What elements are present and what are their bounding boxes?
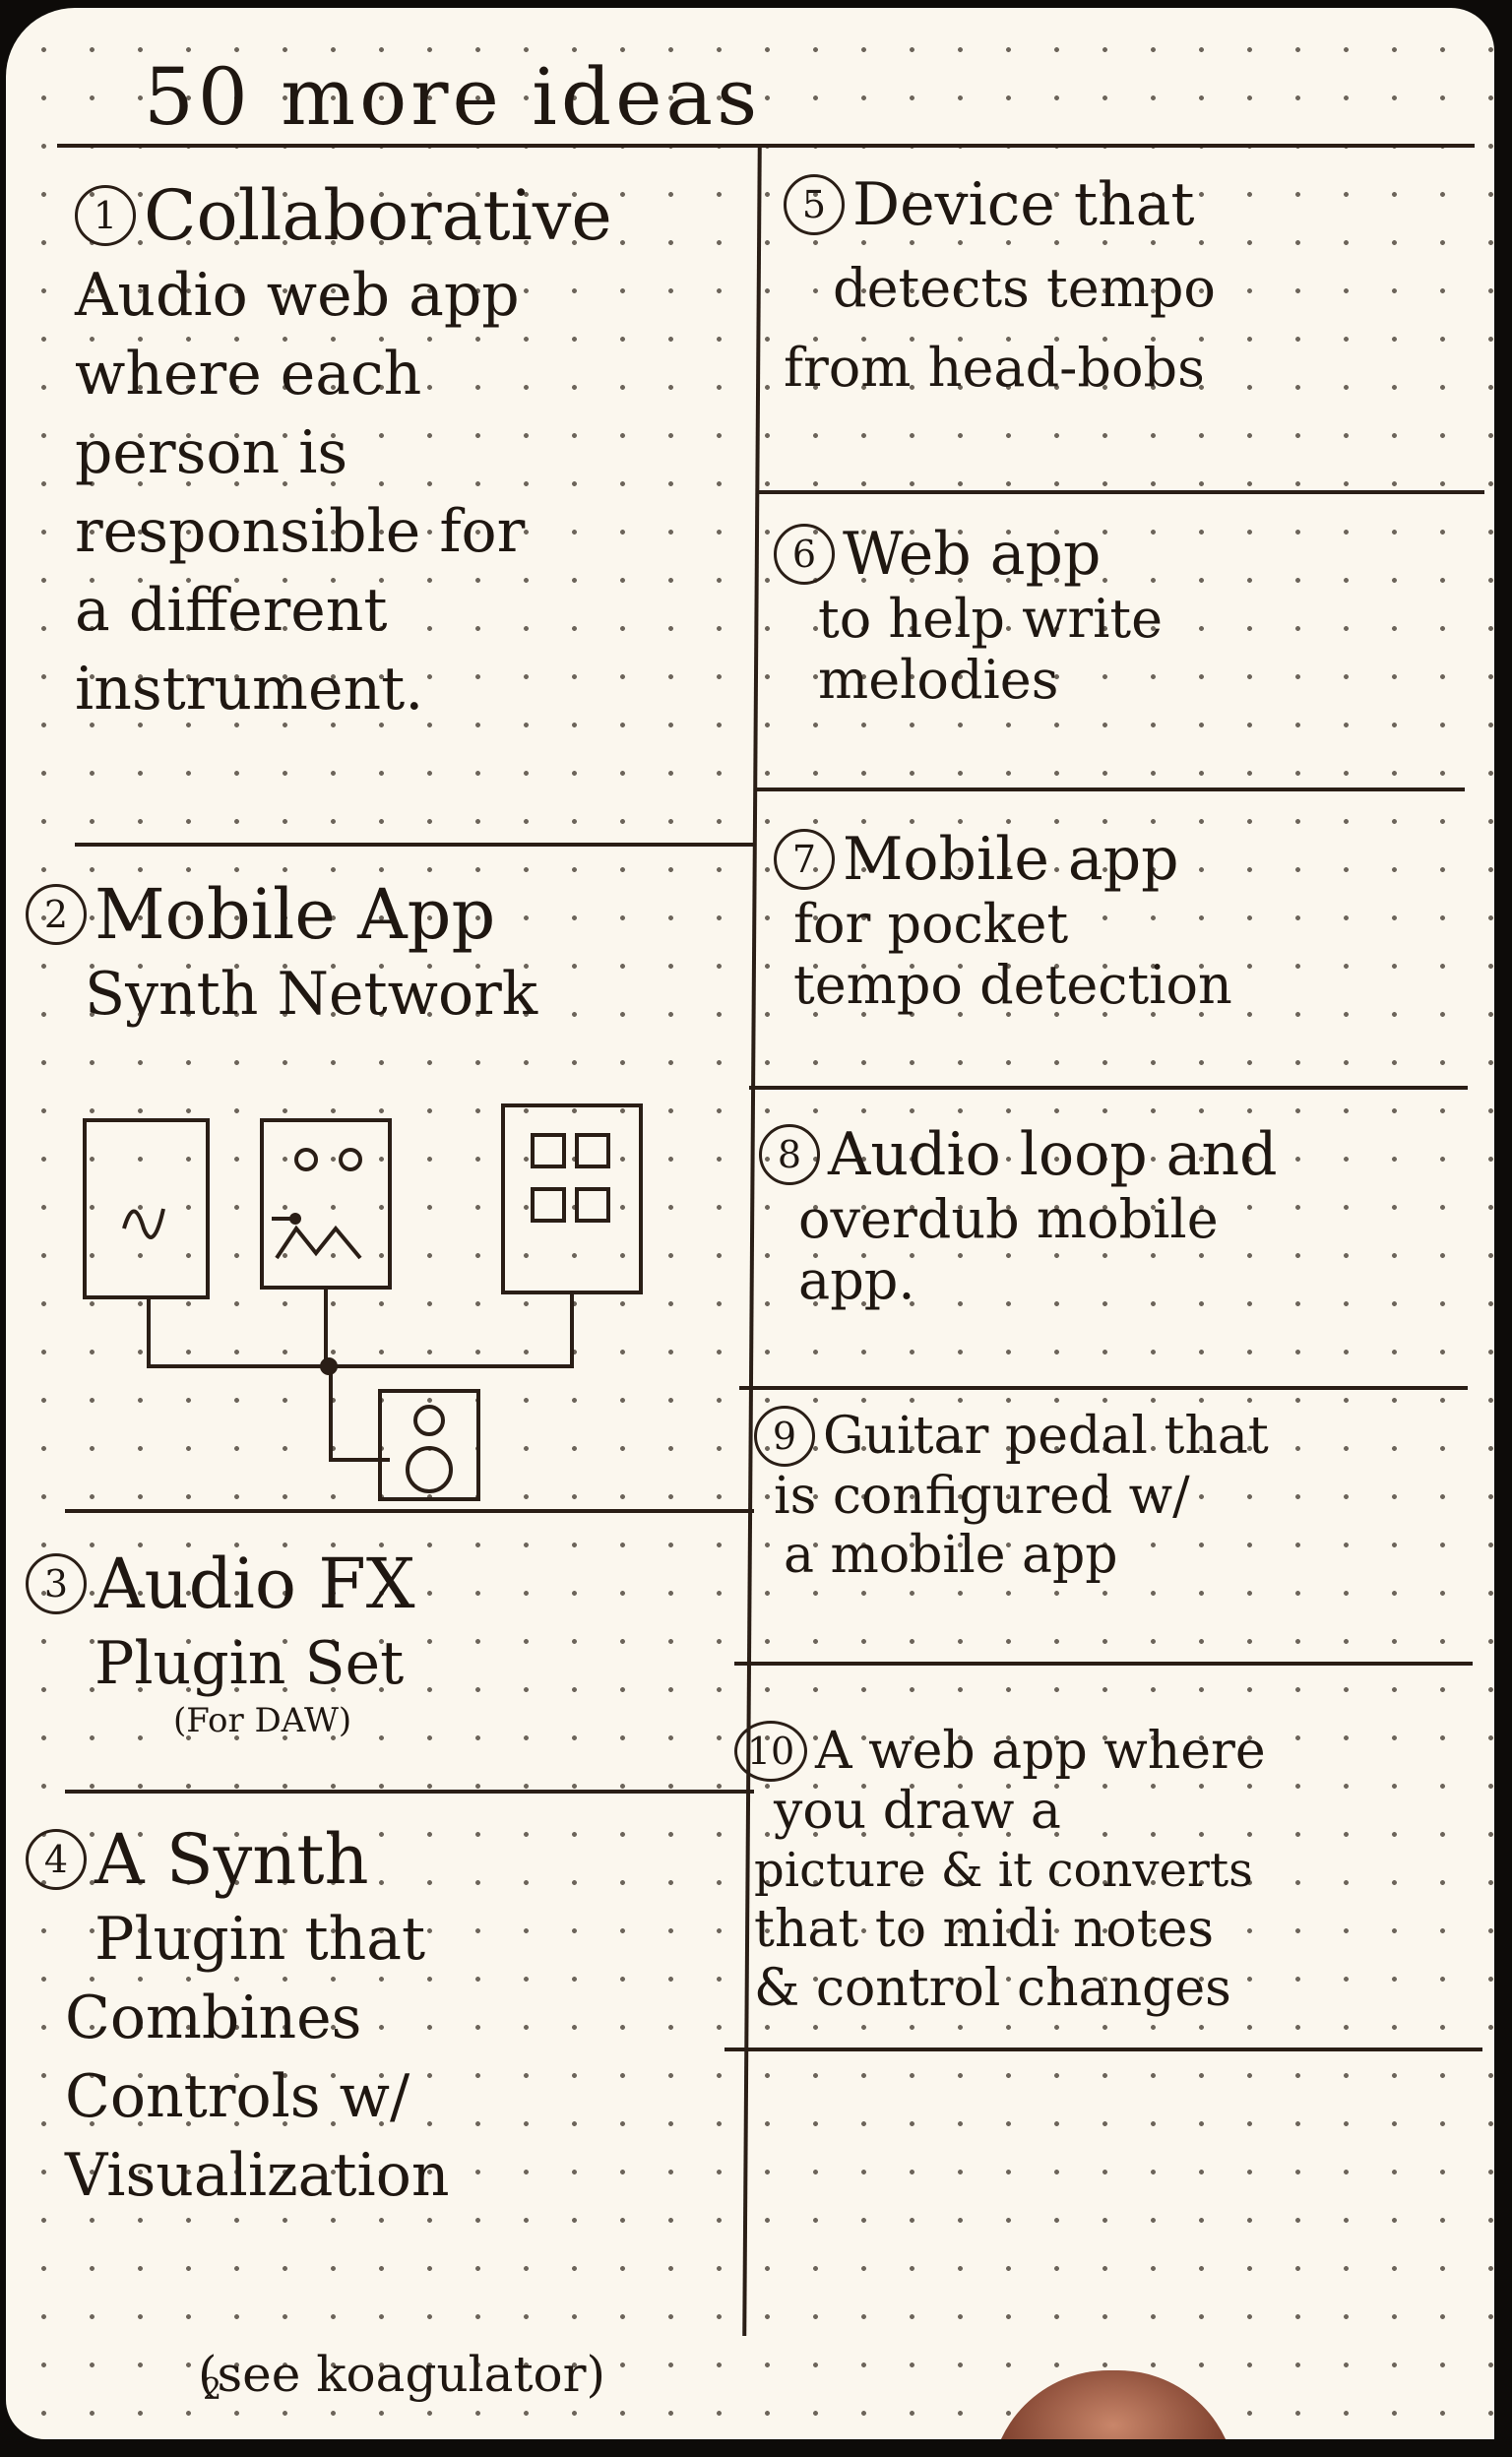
- page-header: 50 more ideas: [144, 51, 762, 143]
- divider-7-8: [749, 1086, 1468, 1090]
- idea-line: person is: [75, 418, 348, 487]
- idea-line: & control changes: [754, 1959, 1231, 2018]
- divider-8-9: [739, 1386, 1468, 1390]
- idea-number: 1: [75, 185, 136, 246]
- idea-line: where each: [75, 340, 422, 409]
- idea-line: that to midi notes: [754, 1900, 1215, 1959]
- idea-number: 4: [26, 1829, 87, 1890]
- idea-line: Combines: [65, 1984, 362, 2052]
- idea-number: 9: [754, 1406, 815, 1467]
- idea-title: A Synth: [94, 1819, 369, 1900]
- idea-line: Audio web app: [75, 261, 520, 330]
- idea-line: melodies: [818, 649, 1059, 711]
- idea-title: Audio loop and: [828, 1120, 1278, 1189]
- idea-line: a different: [75, 576, 388, 645]
- idea-number: 5: [784, 174, 845, 235]
- idea-number: 10: [734, 1721, 807, 1782]
- idea-title: Device that: [852, 170, 1195, 239]
- network-wires: [147, 1288, 574, 1462]
- idea-line: for pocket: [793, 893, 1069, 955]
- idea-line: picture & it converts: [754, 1843, 1253, 1898]
- idea-number: 8: [759, 1124, 820, 1185]
- idea-title: Mobile app: [843, 825, 1179, 894]
- idea-line: you draw a: [774, 1782, 1061, 1841]
- idea-number: 2: [26, 884, 87, 945]
- idea-line: Synth Network: [85, 960, 538, 1029]
- divider-6-7: [756, 788, 1465, 791]
- idea-line: a mobile app: [784, 1526, 1118, 1585]
- idea-subnote: (For DAW): [173, 1701, 352, 1740]
- divider-3-4: [65, 1790, 754, 1794]
- divider-10-end: [724, 2048, 1482, 2051]
- phone-wave-icon: [83, 1118, 210, 1299]
- idea-title: Web app: [843, 520, 1102, 589]
- idea-line: tempo detection: [793, 954, 1232, 1016]
- idea-line: instrument.: [75, 655, 424, 724]
- idea-line: Controls w/: [65, 2062, 410, 2131]
- idea-number: 6: [774, 524, 835, 585]
- idea-line: Plugin that: [94, 1905, 426, 1974]
- divider-1-2: [75, 843, 754, 847]
- idea-line: responsible for: [75, 497, 526, 566]
- idea-line: detects tempo: [833, 257, 1216, 319]
- idea-number: 7: [774, 829, 835, 890]
- idea-line: from head-bobs: [784, 337, 1205, 399]
- thumb: [990, 2370, 1236, 2439]
- idea-title: Mobile App: [94, 874, 496, 955]
- idea-title: Guitar pedal that: [823, 1407, 1269, 1466]
- idea-number: 3: [26, 1553, 87, 1614]
- idea-line: app.: [798, 1249, 915, 1311]
- divider-9-10: [734, 1662, 1473, 1666]
- page-number: 2: [203, 2372, 222, 2407]
- idea-4-note: (see koagulator): [198, 2346, 606, 2403]
- speaker-icon: [378, 1389, 480, 1501]
- header-underline: [57, 144, 1475, 148]
- idea-line: overdub mobile: [798, 1188, 1219, 1250]
- phone-synth-icon: [260, 1118, 392, 1290]
- idea-line: is configured w/: [774, 1467, 1190, 1526]
- divider-2-3: [65, 1509, 754, 1513]
- idea-title: Audio FX: [94, 1544, 415, 1624]
- divider-5-6: [756, 490, 1484, 494]
- synth-network-sketch: [83, 1103, 643, 1501]
- phone-pads-icon: [501, 1103, 643, 1294]
- idea-line: Plugin Set: [94, 1629, 405, 1698]
- idea-title: A web app where: [815, 1722, 1266, 1781]
- idea-line: to help write: [818, 588, 1164, 650]
- idea-title: Collaborative: [144, 175, 612, 256]
- idea-line: Visualization: [65, 2141, 450, 2210]
